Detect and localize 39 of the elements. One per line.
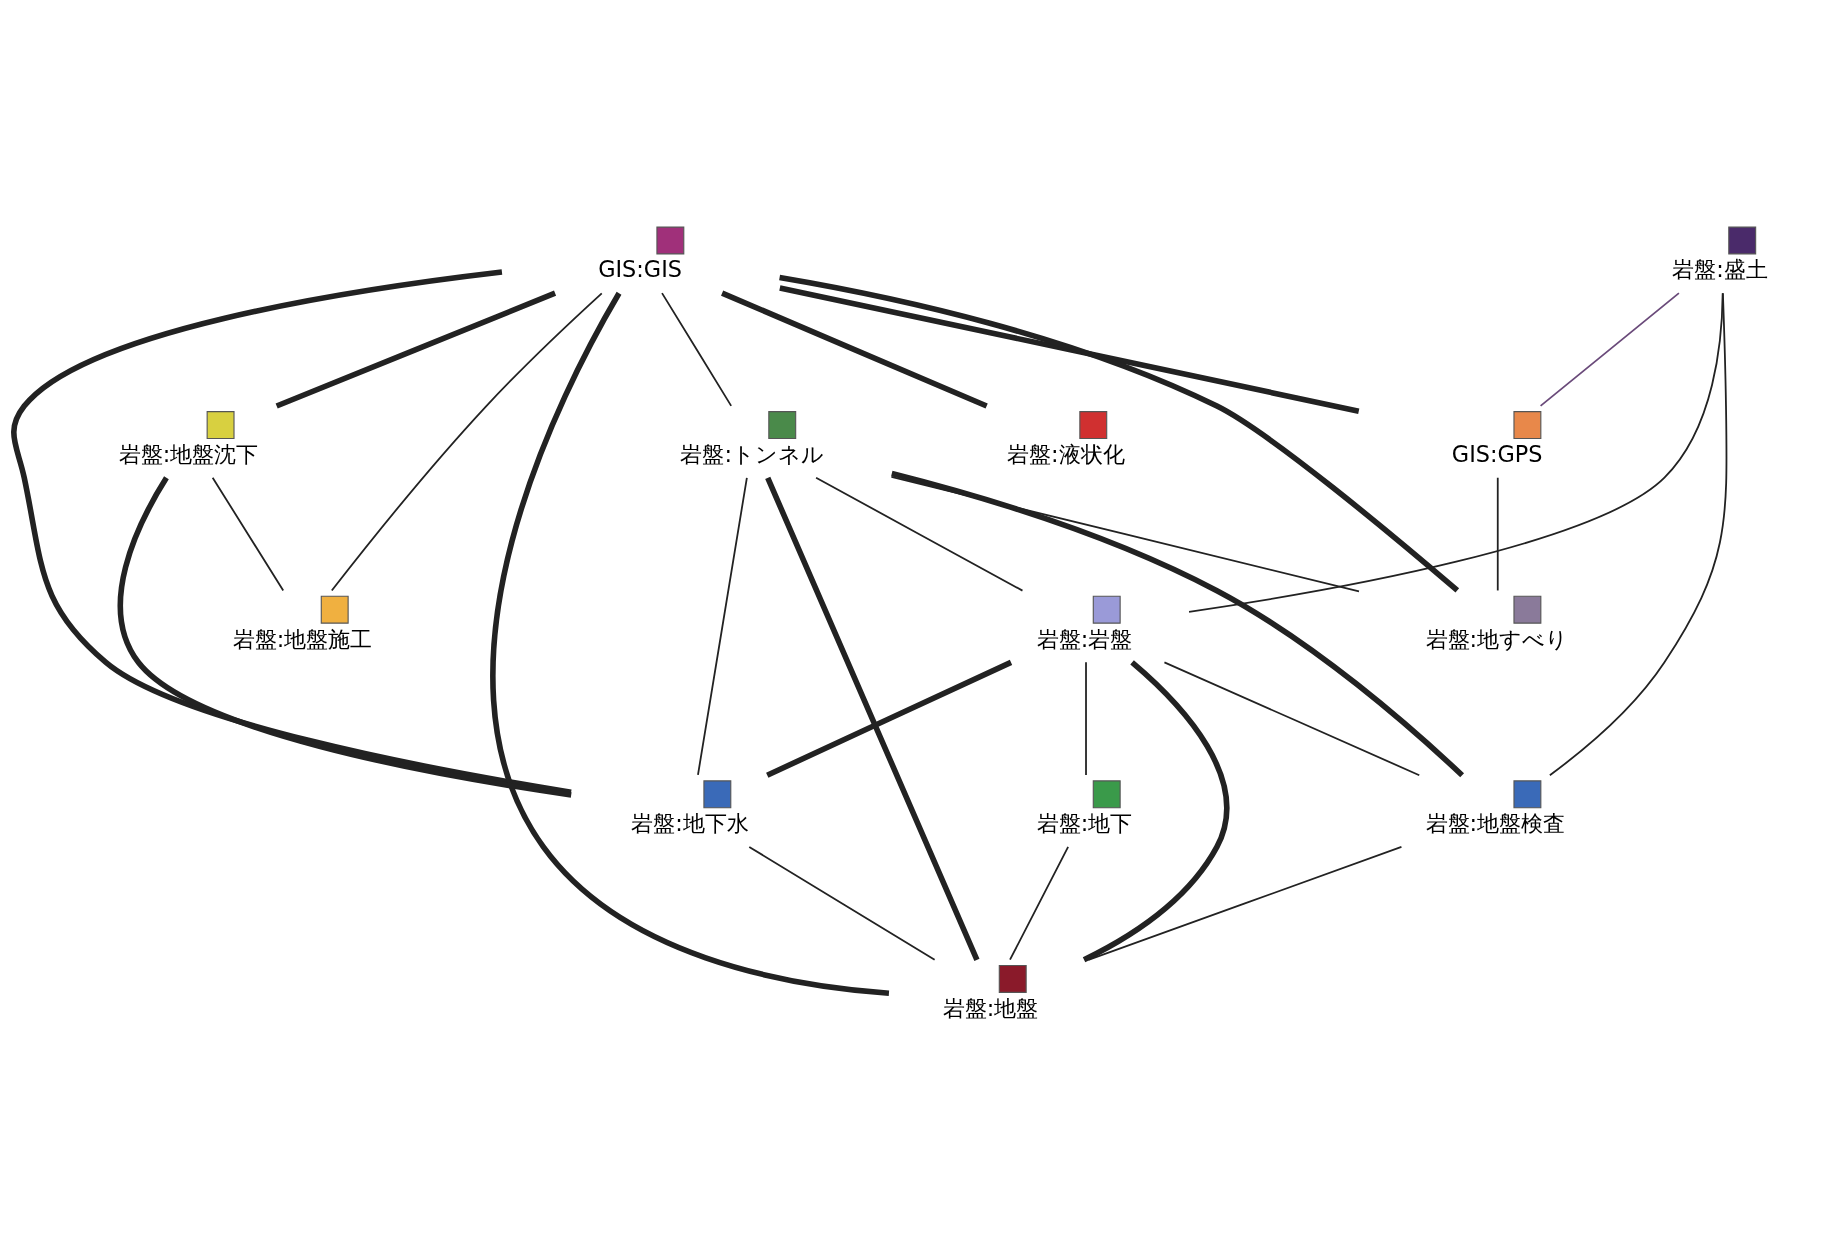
connector — [1084, 660, 1087, 776]
node-label: 岩盤:地盤 — [942, 994, 1038, 1021]
node-label: 岩盤:トンネル — [679, 440, 824, 467]
connector — [1539, 291, 1680, 407]
connector — [1082, 659, 1229, 962]
connector — [660, 291, 732, 407]
node-label: 岩盤:液状化 — [1006, 440, 1125, 467]
node-label: 岩盤:地下 — [1036, 809, 1132, 836]
node-label: GIS:GIS — [597, 255, 682, 282]
connector — [890, 475, 1360, 592]
connector — [211, 476, 284, 591]
node-label: 岩盤:地すべり — [1425, 625, 1568, 652]
connector — [1548, 291, 1727, 776]
node-label: 岩盤:岩盤 — [1036, 625, 1132, 652]
connector — [764, 476, 979, 961]
connector — [765, 659, 1012, 778]
node-label: GIS:GPS — [1451, 440, 1543, 467]
connector — [330, 291, 603, 591]
connector — [275, 290, 556, 409]
connector — [1187, 291, 1724, 613]
connector — [696, 476, 748, 776]
connector — [117, 475, 572, 798]
node-label: 岩盤:地盤施工 — [232, 625, 372, 652]
connector — [720, 290, 988, 409]
node-label: 岩盤:地盤沈下 — [118, 440, 258, 467]
connector — [1087, 845, 1402, 961]
connector — [1008, 845, 1069, 961]
connector — [10, 268, 572, 795]
connector — [1163, 660, 1420, 776]
connector — [778, 274, 1459, 593]
connector — [747, 845, 936, 961]
node-label: 岩盤:地下水 — [630, 809, 749, 836]
connector — [1496, 476, 1499, 591]
connector — [778, 284, 1359, 414]
node-label: 岩盤:盛土 — [1671, 255, 1768, 282]
connector — [814, 476, 1023, 591]
node-label: 岩盤:地盤検査 — [1425, 809, 1565, 836]
connector — [490, 291, 889, 996]
connector — [890, 470, 1464, 777]
